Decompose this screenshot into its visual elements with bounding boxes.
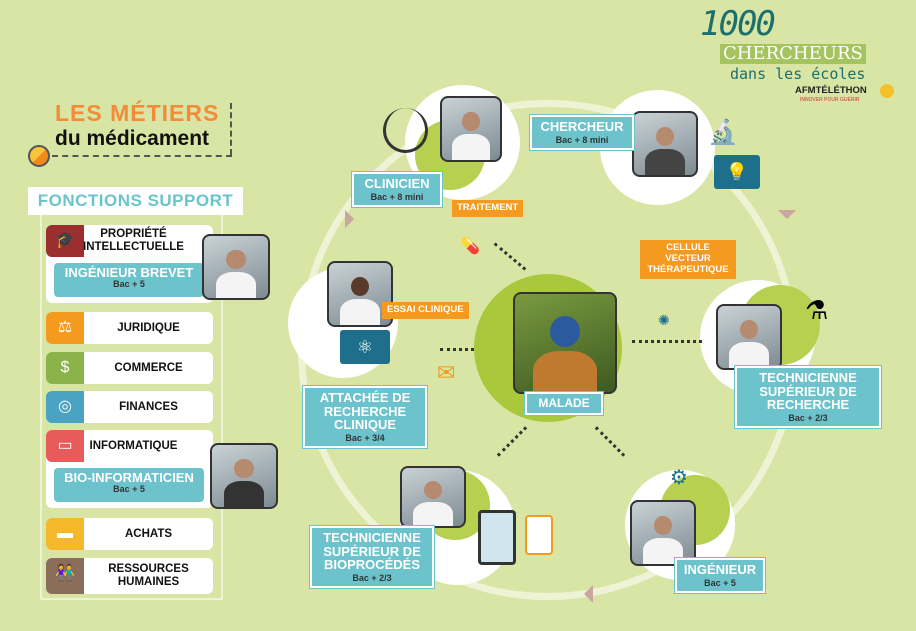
support-item-label: RESSOURCES HUMAINES bbox=[108, 563, 189, 588]
computer-molecule-icon: ⚛ bbox=[340, 330, 390, 364]
role-title: INGÉNIEUR bbox=[683, 562, 757, 577]
portrait-chercheur bbox=[632, 111, 698, 177]
monitor-bulb-icon: 💡 bbox=[714, 155, 760, 189]
support-item-finances[interactable]: ◎ FINANCES bbox=[46, 391, 213, 423]
portrait-technicienne-bioprocedes bbox=[400, 466, 466, 528]
coins-icon: ◎ bbox=[46, 391, 84, 423]
logo-number: 1000 bbox=[700, 4, 776, 44]
portrait-technicienne-recherche bbox=[716, 304, 782, 370]
decorative-dot-icon bbox=[28, 145, 50, 167]
flask-icon: ⚗ bbox=[805, 295, 829, 325]
sun-icon bbox=[880, 84, 894, 98]
page-subtitle: du médicament bbox=[55, 127, 210, 150]
support-item-juridique[interactable]: ⚖ JURIDIQUE bbox=[46, 312, 213, 344]
job-title: INGÉNIEUR BREVET bbox=[64, 265, 194, 280]
role-level: Bac + 2/3 bbox=[352, 572, 392, 583]
bioreactor-icon bbox=[478, 510, 516, 565]
role-level: Bac + 8 mini bbox=[370, 191, 424, 202]
money-hand-icon: $ bbox=[46, 352, 84, 384]
arrow-icon bbox=[575, 585, 593, 603]
touchscreen-icon bbox=[525, 515, 553, 555]
job-title: BIO-INFORMATICIEN bbox=[64, 470, 194, 485]
support-item-label: ACHATS bbox=[124, 527, 173, 540]
tag-essai-clinique: ESSAI CLINIQUE bbox=[382, 302, 469, 319]
people-icon: 👫 bbox=[46, 558, 84, 594]
support-item-commerce[interactable]: $ COMMERCE bbox=[46, 352, 213, 384]
logo-brand: AFMTÉLÉTHON bbox=[795, 85, 867, 96]
portrait-clinicien bbox=[440, 96, 502, 162]
support-item-label: INFORMATIQUE bbox=[89, 439, 178, 452]
logo-tagline: INNOVER POUR GUÉRIR bbox=[800, 97, 860, 103]
logo: 1000 CHERCHEURS dans les écoles AFMTÉLÉT… bbox=[700, 6, 910, 106]
dotted-arrow bbox=[440, 348, 474, 351]
support-panel bbox=[40, 215, 223, 600]
support-item-achats[interactable]: ▬ ACHATS bbox=[46, 518, 213, 550]
support-item-label: PROPRIÉTÉ INTELLECTUELLE bbox=[83, 228, 184, 253]
logo-line1: CHERCHEURS bbox=[720, 44, 866, 64]
portrait-bio-informaticien bbox=[210, 443, 278, 509]
role-title: ATTACHÉE DE RECHERCHE CLINIQUE bbox=[319, 390, 411, 433]
job-level: Bac + 5 bbox=[113, 279, 145, 290]
role-title: CHERCHEUR bbox=[540, 119, 624, 134]
support-item-label: COMMERCE bbox=[114, 361, 183, 374]
role-level: Bac + 5 bbox=[704, 577, 736, 588]
role-level: Bac + 3/4 bbox=[345, 432, 385, 443]
role-title: TECHNICIENNE SUPÉRIEUR DE RECHERCHE bbox=[759, 370, 857, 413]
pills-icon: 💊 bbox=[460, 238, 480, 255]
tag-traitement: TRAITEMENT bbox=[452, 200, 524, 217]
support-item-label: JURIDIQUE bbox=[117, 321, 180, 334]
divider bbox=[52, 155, 232, 157]
portrait-malade bbox=[513, 292, 617, 394]
page-title: LES MÉTIERS bbox=[55, 100, 220, 126]
tag-cellule-vecteur: CELLULE VECTEUR THÉRAPEUTIQUE bbox=[640, 240, 736, 279]
support-item-label: FINANCES bbox=[119, 400, 178, 413]
role-title: TECHNICIENNE SUPÉRIEUR DE BIOPROCÉDÉS bbox=[323, 530, 421, 573]
support-item-ressources-humaines[interactable]: 👫 RESSOURCES HUMAINES bbox=[46, 558, 213, 594]
monitor-icon: ▭ bbox=[46, 430, 84, 462]
gears-icon: ⚙ bbox=[670, 467, 688, 489]
portrait-ingenieur bbox=[630, 500, 696, 566]
scales-icon: ⚖ bbox=[46, 312, 84, 344]
support-heading: FONCTIONS SUPPORT bbox=[28, 187, 243, 215]
microscope-icon: 🔬 bbox=[708, 119, 738, 146]
stethoscope-icon bbox=[383, 108, 428, 153]
virus-icon: ✺ bbox=[658, 312, 670, 328]
credit-card-icon: ▬ bbox=[46, 518, 84, 550]
portrait-ingenieur-brevet bbox=[202, 234, 270, 300]
divider bbox=[230, 103, 232, 155]
dotted-arrow bbox=[632, 340, 702, 343]
arrow-icon bbox=[778, 210, 796, 228]
logo-line2: dans les écoles bbox=[730, 65, 866, 83]
role-level: Bac + 2/3 bbox=[788, 412, 828, 423]
arrow-icon bbox=[345, 210, 363, 228]
role-title: CLINICIEN bbox=[364, 176, 430, 191]
job-level: Bac + 5 bbox=[113, 484, 145, 495]
center-label: MALADE bbox=[525, 392, 603, 415]
role-level: Bac + 8 mini bbox=[555, 134, 609, 145]
envelope-icon: ✉ bbox=[437, 360, 456, 385]
support-item-propriete-intellectuelle[interactable]: 🎓 PROPRIÉTÉ INTELLECTUELLE INGÉNIEUR BRE… bbox=[46, 225, 213, 303]
certificate-icon: 🎓 bbox=[46, 225, 84, 257]
